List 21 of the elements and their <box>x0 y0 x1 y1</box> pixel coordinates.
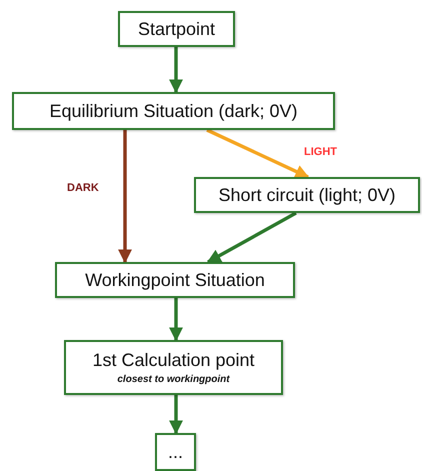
arrow <box>206 128 310 179</box>
process-box <box>12 92 335 130</box>
node-label: Startpoint <box>138 18 216 40</box>
process-box <box>55 262 295 298</box>
arrow <box>169 47 183 94</box>
arrow <box>169 298 183 342</box>
arrow <box>118 130 132 264</box>
process-box <box>155 433 196 471</box>
node-label: 1st Calculation point <box>92 350 255 371</box>
edge-label: LIGHT <box>303 146 338 158</box>
process-box <box>64 340 283 395</box>
arrow <box>206 211 297 264</box>
edge-label: DARK <box>66 182 100 194</box>
node-label: Equilibrium Situation (dark; 0V) <box>49 100 298 122</box>
node-note: closest to workingpoint <box>117 374 230 385</box>
arrow <box>169 395 183 434</box>
node-label: Workingpoint Situation <box>85 270 265 290</box>
node-label: ... <box>168 442 183 462</box>
node-label: Short circuit (light; 0V) <box>218 184 396 206</box>
process-box <box>194 177 420 213</box>
process-box <box>118 11 235 47</box>
